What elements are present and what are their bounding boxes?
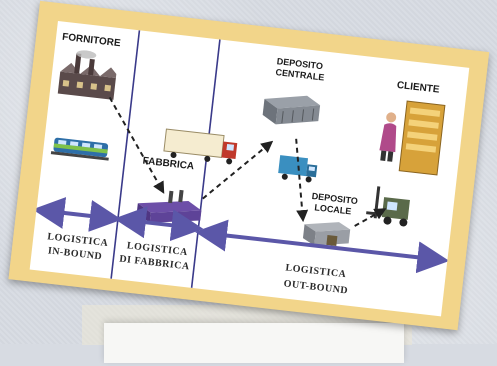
flow-fornitore-fabbrica <box>100 97 174 192</box>
cliente-label: CLIENTE <box>396 80 440 96</box>
logistics-diagram: FORNITORE <box>30 21 470 316</box>
logistica-outbound-label-2: OUT-BOUND <box>283 278 349 296</box>
flow-locale-cliente <box>355 206 385 229</box>
warehouse-icon <box>262 91 321 129</box>
logistica-inbound-label-2: IN-BOUND <box>47 245 102 262</box>
fornitore-label: FORNITORE <box>62 32 122 50</box>
divider-line-2 <box>192 40 220 288</box>
arrow-inbound <box>40 210 114 218</box>
diagram-panel: FORNITORE <box>30 21 470 316</box>
diagram-card: FORNITORE <box>8 1 489 330</box>
forklift-icon <box>365 185 411 227</box>
factory-icon <box>58 48 119 100</box>
shop-customer-icon <box>377 99 445 175</box>
logistica-outbound-label-1: LOGISTICA <box>285 262 347 280</box>
train-icon <box>51 137 111 160</box>
